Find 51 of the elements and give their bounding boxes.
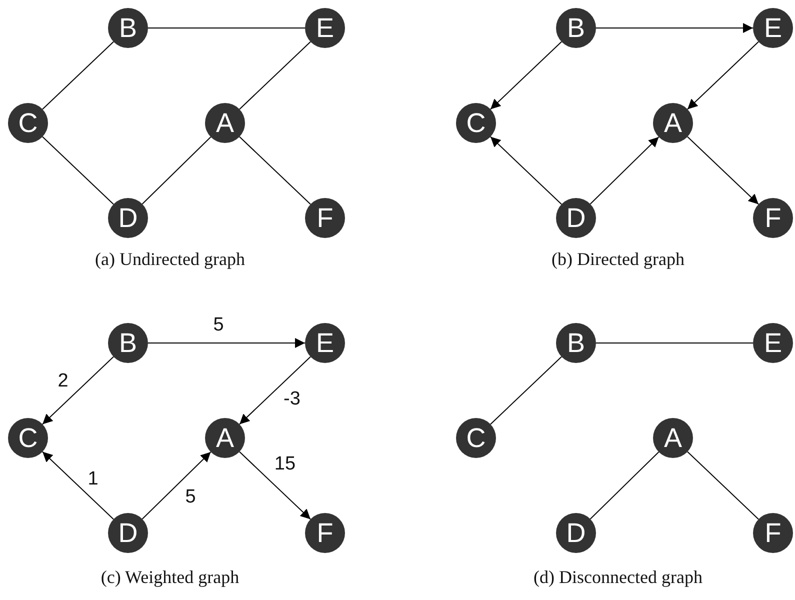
figure-caption: (b) Directed graph — [550, 249, 686, 270]
vertex-circle: A — [205, 103, 245, 143]
figure-caption: (a) Undirected graph — [94, 249, 246, 270]
figure-caption: (d) Disconnected graph — [532, 567, 704, 588]
vertex-circle: D — [556, 198, 596, 238]
arrow — [687, 136, 759, 205]
edge-line — [42, 136, 114, 205]
arrow — [142, 452, 212, 520]
vertex-circle: B — [108, 8, 148, 48]
vertex-circle: B — [556, 323, 596, 363]
vertex-circle: D — [108, 513, 148, 553]
vertex-circle: F — [305, 513, 345, 553]
edge-line — [239, 41, 311, 110]
edge-line — [590, 452, 660, 520]
arrow — [596, 23, 754, 33]
vertex-circle: E — [753, 8, 793, 48]
vertex-circle: B — [556, 8, 596, 48]
arrow — [42, 451, 114, 520]
arrow — [490, 41, 562, 110]
vertex-circle: E — [753, 323, 793, 363]
edge-line — [142, 136, 212, 204]
vertex-circle: A — [205, 418, 245, 458]
vertex-circle: C — [456, 103, 496, 143]
vertex-circle: D — [108, 198, 148, 238]
figure-caption: (c) Weighted graph — [100, 567, 240, 588]
vertex-circle: F — [305, 198, 345, 238]
vertex-circle: A — [653, 103, 693, 143]
arrow — [148, 338, 306, 348]
arrow — [42, 356, 114, 425]
arrow — [590, 136, 660, 204]
vertex-circle: F — [753, 198, 793, 238]
arrow — [239, 451, 311, 520]
vertex-circle: B — [108, 323, 148, 363]
edge-line — [42, 41, 114, 110]
vertex-circle: C — [8, 103, 48, 143]
edge-weight: 5 — [183, 487, 198, 506]
edge-line — [687, 451, 759, 520]
arrow — [490, 136, 562, 205]
edge-weight: -3 — [282, 389, 302, 408]
arrow — [687, 41, 759, 110]
vertex-circle: C — [456, 418, 496, 458]
vertex-circle: F — [753, 513, 793, 553]
vertex-circle: C — [8, 418, 48, 458]
vertex-circle: A — [653, 418, 693, 458]
vertex-circle: D — [556, 513, 596, 553]
edge-line — [490, 356, 562, 425]
arrow — [239, 356, 311, 425]
vertex-circle: E — [305, 323, 345, 363]
vertex-circle: E — [305, 8, 345, 48]
edge-line — [596, 342, 754, 344]
edge-line — [239, 136, 311, 205]
